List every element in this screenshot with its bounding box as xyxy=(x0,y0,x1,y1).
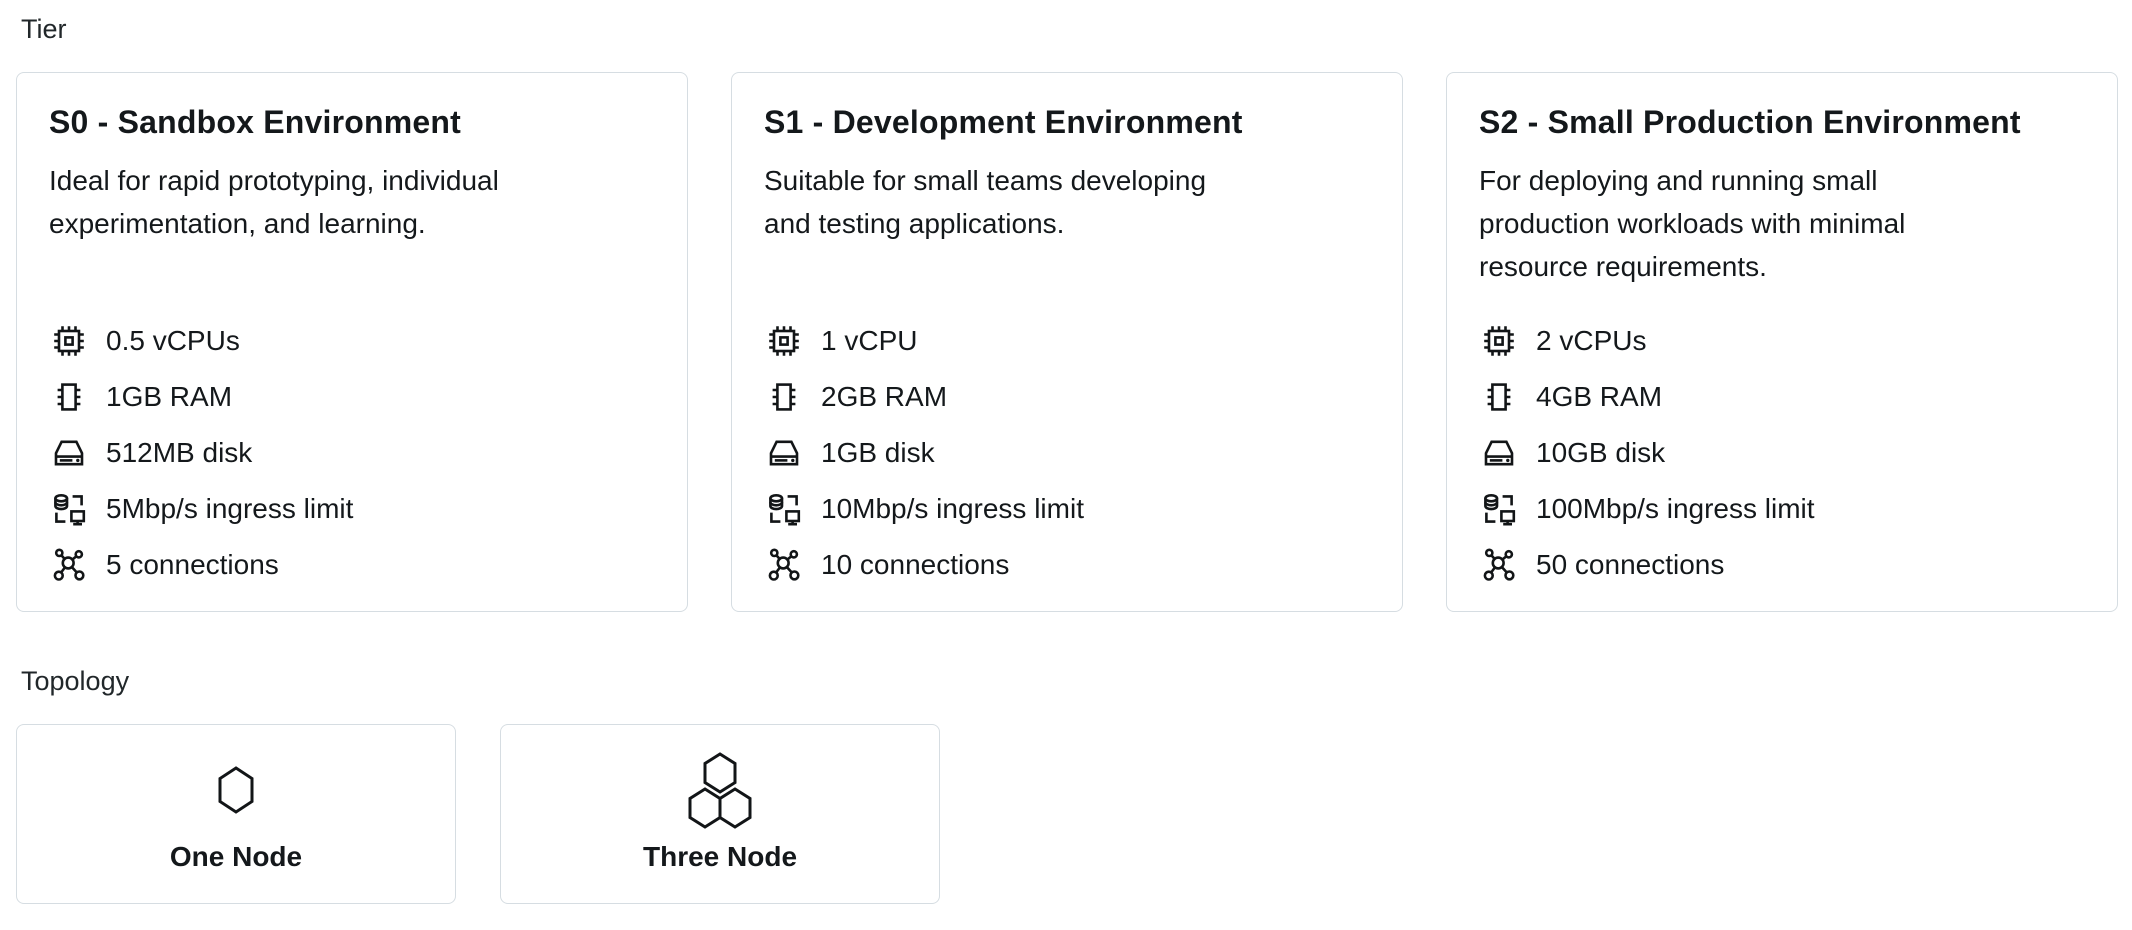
tier-card-s1[interactable]: S1 - Development Environment Suitable fo… xyxy=(731,72,1403,612)
tier-card-s2[interactable]: S2 - Small Production Environment For de… xyxy=(1446,72,2118,612)
spec-item-ram: 2GB RAM xyxy=(764,377,1370,417)
topology-icon-wrap xyxy=(686,747,754,833)
spec-item-ingress: 10Mbp/s ingress limit xyxy=(764,489,1370,529)
ingress-icon xyxy=(764,489,804,529)
chip-icon xyxy=(764,321,804,361)
topology-card-one-node[interactable]: One Node xyxy=(16,724,456,904)
spec-label: 0.5 vCPUs xyxy=(106,325,240,356)
spec-label: 50 connections xyxy=(1536,549,1725,580)
chip-icon xyxy=(49,321,89,361)
tier-card-description: For deploying and running small producti… xyxy=(1479,165,1906,282)
spec-label: 1GB RAM xyxy=(106,381,233,412)
spec-item-ingress: 100Mbp/s ingress limit xyxy=(1479,489,2085,529)
connections-icon xyxy=(49,545,89,585)
spec-item-cpu: 2 vCPUs xyxy=(1479,321,2085,361)
tier-card-title: S0 - Sandbox Environment xyxy=(49,104,461,140)
spec-label: 1 vCPU xyxy=(821,325,918,356)
spec-list: 2 vCPUs 4GB RAM 10GB disk 100Mbp/s ingre… xyxy=(1479,321,2085,585)
ram-icon xyxy=(49,377,89,417)
disk-icon xyxy=(1479,433,1519,473)
tier-card-title: S1 - Development Environment xyxy=(764,104,1243,140)
ram-icon xyxy=(764,377,804,417)
connections-icon xyxy=(764,545,804,585)
chip-icon xyxy=(1479,321,1519,361)
spec-label: 512MB disk xyxy=(106,437,253,468)
spec-item-ingress: 5Mbp/s ingress limit xyxy=(49,489,655,529)
spec-label: 10 connections xyxy=(821,549,1010,580)
spec-label: 2GB RAM xyxy=(821,381,948,412)
topology-card-label: Three Node xyxy=(642,841,798,872)
tier-section-label: Tier xyxy=(21,14,67,44)
spec-label: 10GB disk xyxy=(1536,437,1666,468)
ram-icon xyxy=(1479,377,1519,417)
spec-item-cpu: 1 vCPU xyxy=(764,321,1370,361)
spec-item-ram: 1GB RAM xyxy=(49,377,655,417)
one-node-hexagon-icon xyxy=(217,766,255,814)
ingress-icon xyxy=(49,489,89,529)
topology-icon-wrap xyxy=(217,747,255,833)
tier-card-s0[interactable]: S0 - Sandbox Environment Ideal for rapid… xyxy=(16,72,688,612)
ingress-icon xyxy=(1479,489,1519,529)
topology-section-label: Topology xyxy=(21,666,130,696)
spec-label: 5Mbp/s ingress limit xyxy=(106,493,354,524)
spec-item-connections: 50 connections xyxy=(1479,545,2085,585)
spec-label: 10Mbp/s ingress limit xyxy=(821,493,1084,524)
spec-label: 1GB disk xyxy=(821,437,935,468)
spec-label: 2 vCPUs xyxy=(1536,325,1647,356)
three-node-hexagon-cluster-icon xyxy=(686,751,754,829)
disk-icon xyxy=(764,433,804,473)
spec-item-connections: 5 connections xyxy=(49,545,655,585)
tier-card-description: Suitable for small teams developing and … xyxy=(764,165,1207,239)
tier-card-title: S2 - Small Production Environment xyxy=(1479,104,2021,140)
connections-icon xyxy=(1479,545,1519,585)
topology-card-three-node[interactable]: Three Node xyxy=(500,724,940,904)
topology-options-row: One Node Three Node xyxy=(16,724,2132,904)
disk-icon xyxy=(49,433,89,473)
spec-item-disk: 1GB disk xyxy=(764,433,1370,473)
provision-form: Tier S0 - Sandbox Environment Ideal for … xyxy=(16,14,2132,904)
spec-item-disk: 512MB disk xyxy=(49,433,655,473)
tier-options-row: S0 - Sandbox Environment Ideal for rapid… xyxy=(16,72,2132,612)
spec-item-disk: 10GB disk xyxy=(1479,433,2085,473)
spec-label: 100Mbp/s ingress limit xyxy=(1536,493,1815,524)
spec-item-cpu: 0.5 vCPUs xyxy=(49,321,655,361)
spec-item-connections: 10 connections xyxy=(764,545,1370,585)
spec-label: 5 connections xyxy=(106,549,279,580)
tier-card-description: Ideal for rapid prototyping, individual … xyxy=(49,165,499,239)
spec-item-ram: 4GB RAM xyxy=(1479,377,2085,417)
spec-label: 4GB RAM xyxy=(1536,381,1663,412)
spec-list: 1 vCPU 2GB RAM 1GB disk 10Mbp/s ingress … xyxy=(764,321,1370,585)
spec-list: 0.5 vCPUs 1GB RAM 512MB disk 5Mbp/s ingr… xyxy=(49,321,655,585)
topology-card-label: One Node xyxy=(169,841,303,872)
